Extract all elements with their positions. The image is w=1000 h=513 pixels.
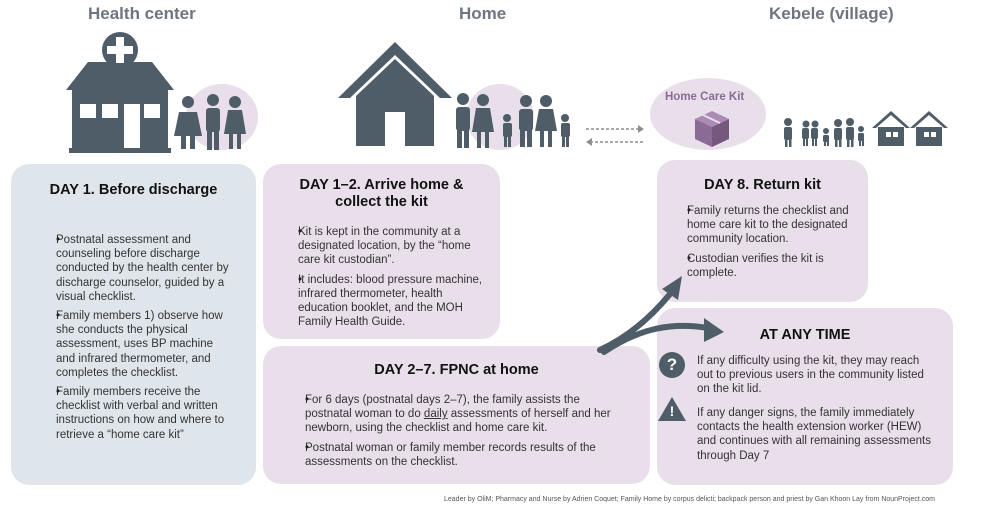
- nurse-icon: [174, 96, 202, 149]
- column-title-home: Home: [459, 4, 507, 23]
- card-day1-item: Family members receive the checklist wit…: [11, 385, 256, 442]
- card-day12-item: Kit is kept in the community at a design…: [263, 225, 500, 268]
- card-day27-item: Postnatal woman or family member records…: [263, 441, 650, 469]
- card-day27-item: For 6 days (postnatal days 2–7), the fam…: [263, 393, 650, 436]
- card-day12-title-line1: DAY 1–2. Arrive home &: [299, 177, 464, 193]
- home-family-icon: [456, 93, 570, 148]
- hospital-building-icon: [66, 32, 174, 153]
- column-title-health-center: Health center: [88, 4, 196, 23]
- box-icon: [695, 111, 729, 147]
- card-day12-title: DAY 1–2. Arrive home & collect the kit: [263, 177, 500, 211]
- card-day8-return-kit: DAY 8. Return kit Family returns the che…: [657, 160, 868, 302]
- daily-emphasis: daily: [423, 408, 448, 421]
- card-day1-title: DAY 1. Before discharge: [49, 182, 218, 198]
- anytime-warning-text: If any danger signs, the family immediat…: [697, 407, 931, 462]
- warning-symbol: !: [669, 403, 675, 419]
- card-day12-title-line2: collect the kit: [335, 194, 428, 210]
- column-title-kebele: Kebele (village): [769, 4, 894, 23]
- card-day8-item: Custodian verifies the kit is complete.: [657, 252, 868, 280]
- card-at-any-time: AT ANY TIME ? If any difficulty using th…: [657, 308, 953, 485]
- home-care-kit-label: Home Care Kit: [665, 91, 745, 103]
- card-day8-item: Family returns the checklist and home ca…: [657, 204, 868, 247]
- card-day1-before-discharge: DAY 1. Before discharge Postnatal assess…: [11, 164, 256, 485]
- card-day1-item: Postnatal assessment and counseling befo…: [11, 233, 256, 304]
- card-day27-title: DAY 2–7. FPNC at home: [374, 362, 539, 378]
- icon-credits: Leader by OliM; Pharmacy and Nurse by Ad…: [444, 496, 936, 503]
- question-circle-icon: ?: [659, 352, 685, 378]
- card-day8-title: DAY 8. Return kit: [704, 177, 821, 193]
- card-day27-fpnc-home: DAY 2–7. FPNC at home For 6 days (postna…: [263, 346, 650, 484]
- warning-triangle-icon: [658, 397, 686, 421]
- family-icon: [206, 94, 246, 150]
- card-day12-item: It includes: blood pressure machine, inf…: [263, 273, 500, 330]
- card-day1-item: Family members 1) observe how she conduc…: [11, 309, 256, 380]
- exchange-arrows: [586, 128, 644, 143]
- house-icon: [338, 42, 452, 146]
- card-anytime-title: AT ANY TIME: [759, 327, 851, 343]
- anytime-question-text: If any difficulty using the kit, they ma…: [697, 355, 924, 396]
- village-houses-icon: [784, 111, 948, 147]
- card-day12-arrive-home: DAY 1–2. Arrive home & collect the kit K…: [263, 164, 500, 339]
